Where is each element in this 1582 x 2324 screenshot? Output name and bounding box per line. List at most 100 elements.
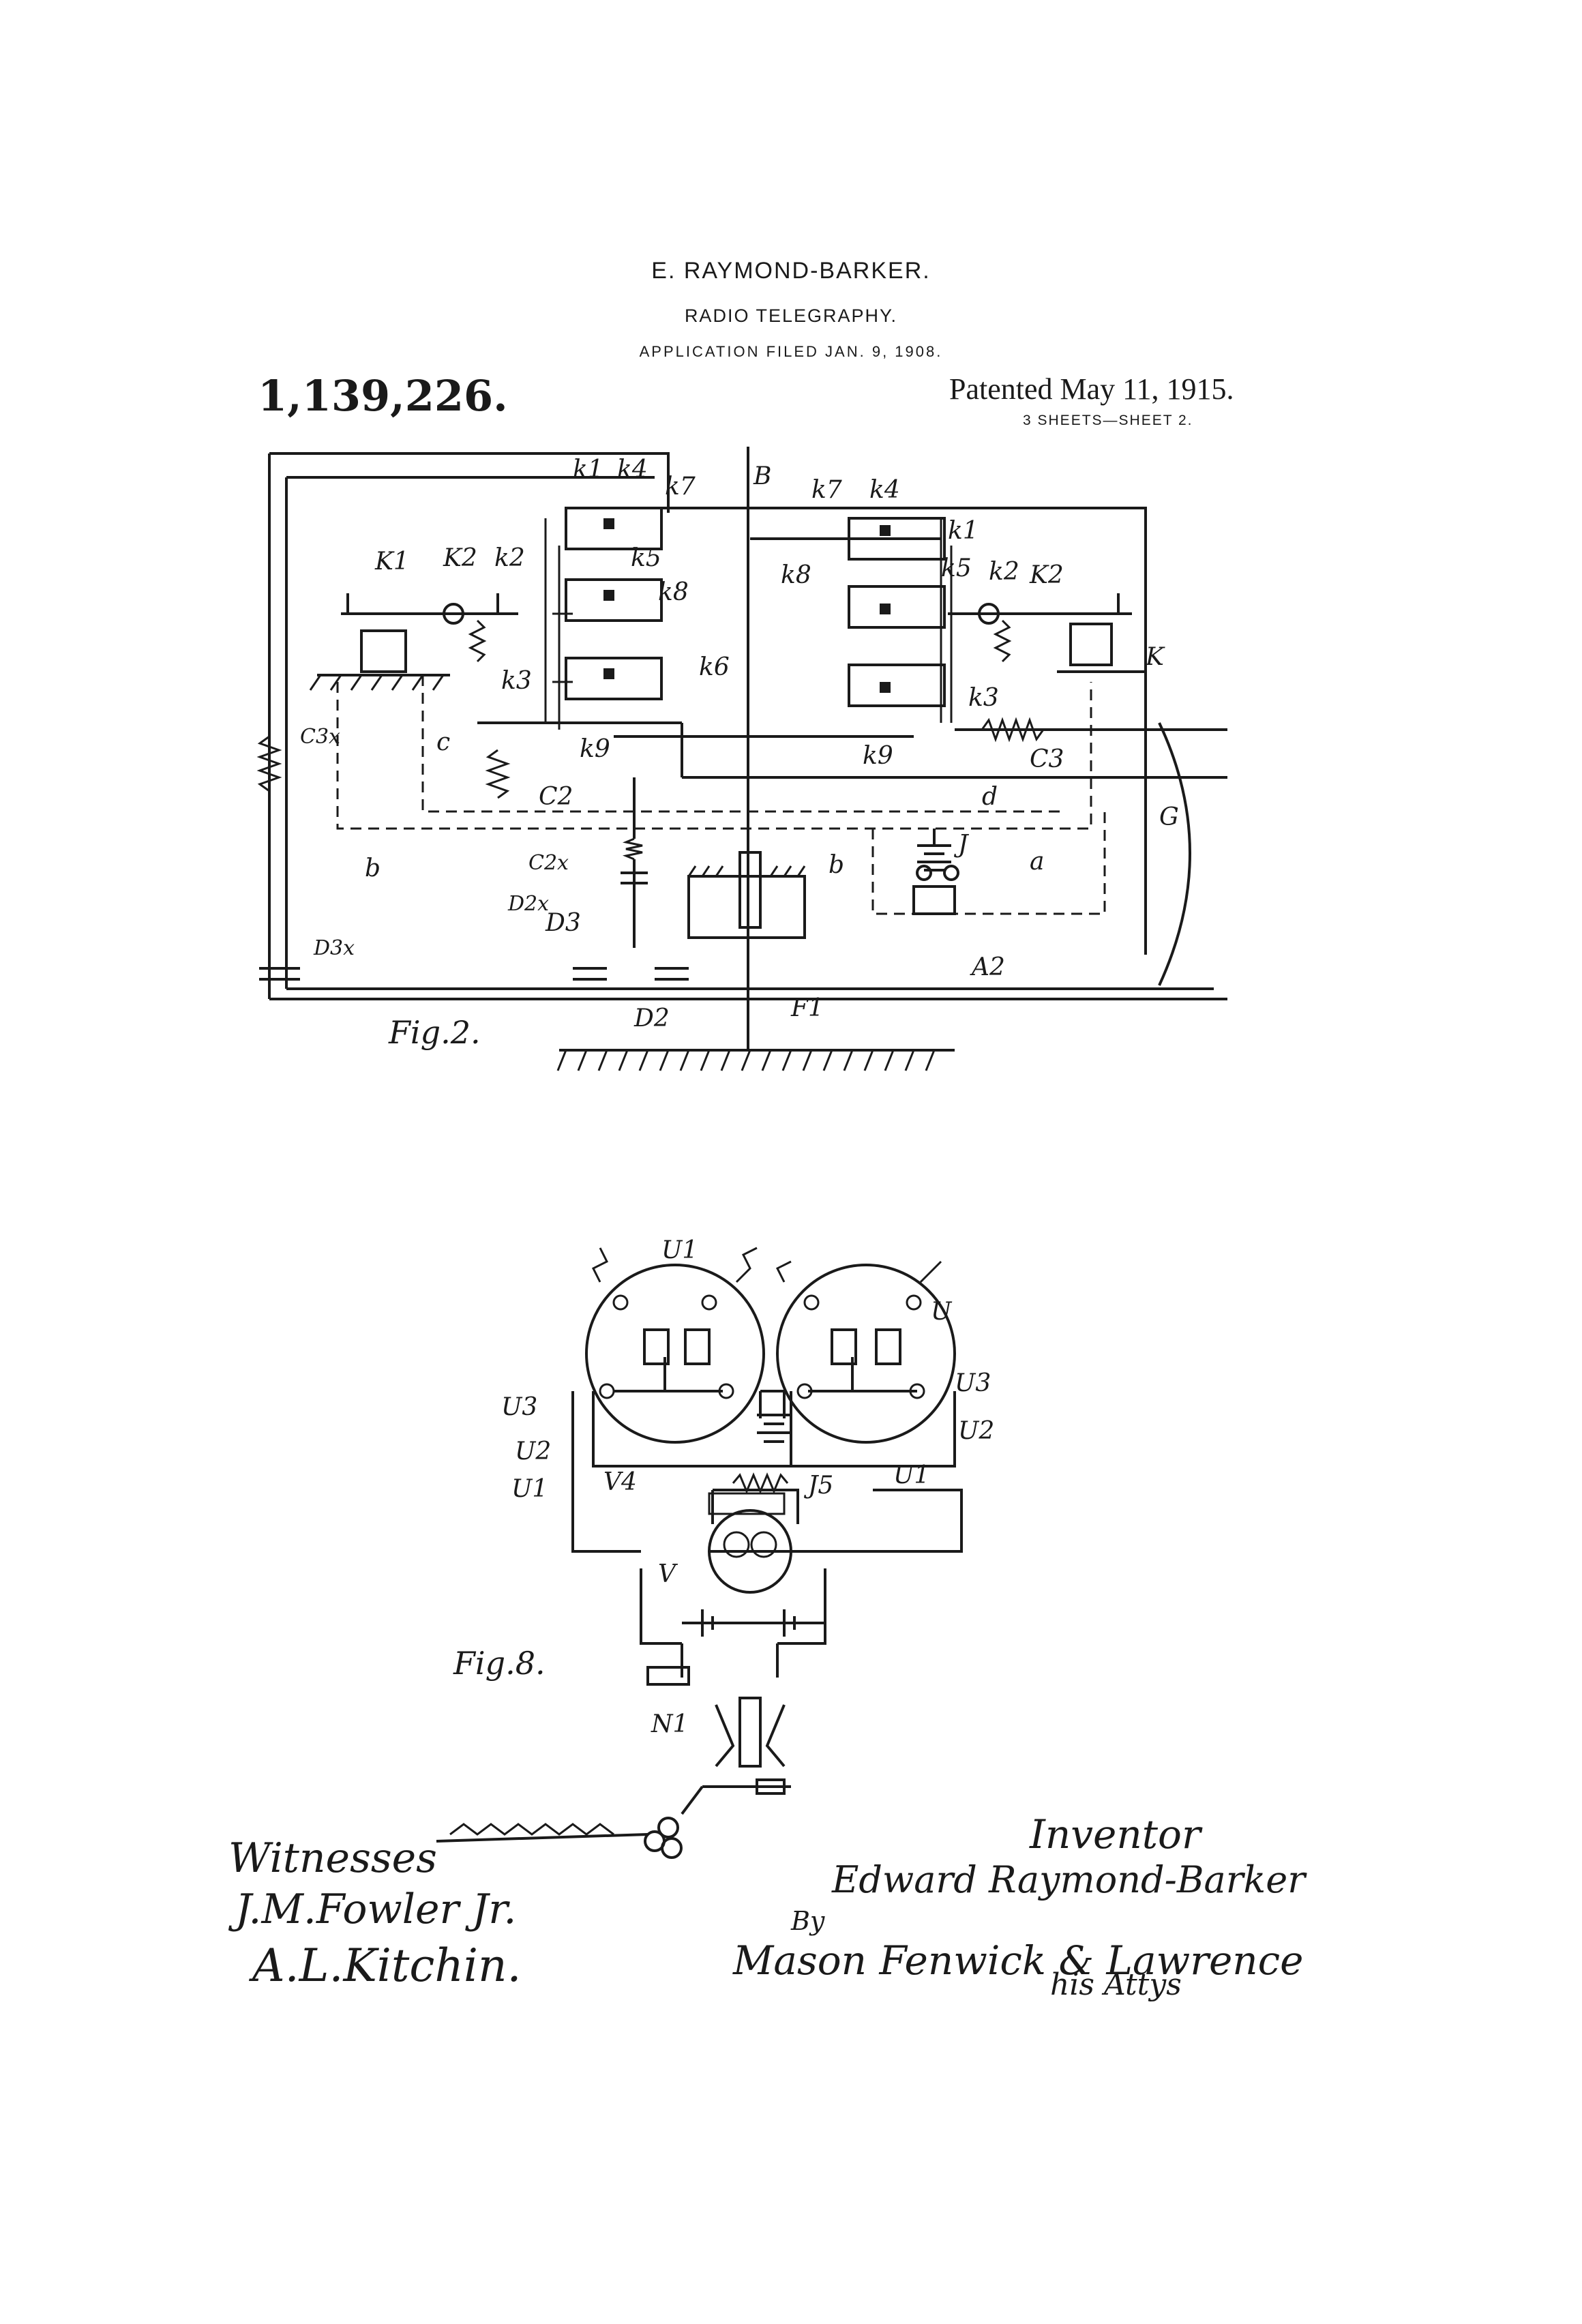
resistor-J5 <box>732 1472 789 1494</box>
coherer-disc-right <box>776 1264 956 1444</box>
label-C3: C3 <box>1030 745 1064 773</box>
label-a: a <box>1030 848 1044 876</box>
label-k2: k2 <box>494 544 525 572</box>
line-G-bracket <box>1146 722 1227 986</box>
label-k1-right: k1 <box>948 517 979 545</box>
ground-hatch <box>556 1049 936 1071</box>
left-key-K1 <box>309 593 518 691</box>
coherer-disc-left <box>585 1264 765 1444</box>
label-k3: k3 <box>501 667 532 695</box>
detector-F1 <box>687 851 806 939</box>
label-k9: k9 <box>580 735 610 763</box>
label-K2: K2 <box>443 544 477 572</box>
label-K: K <box>1145 643 1165 671</box>
label-k4-right: k4 <box>869 476 900 504</box>
battery-J <box>917 829 951 872</box>
label-U: U <box>931 1298 953 1326</box>
label-C2x: C2x <box>528 851 569 875</box>
sheet-info: 3 SHEETS—SHEET 2. <box>1023 413 1193 428</box>
figure-2-circuit <box>256 447 1227 1071</box>
label-K2-right: K2 <box>1029 561 1064 589</box>
patent-number: 1,139,226. <box>258 371 508 421</box>
right-relay-block <box>848 517 953 723</box>
label-F1: F1 <box>790 994 824 1022</box>
right-key-K <box>948 593 1146 673</box>
label-N1: N1 <box>651 1710 688 1738</box>
label-C3x: C3x <box>300 725 340 749</box>
right-disc-detail <box>796 1294 925 1399</box>
figure-8-battery <box>757 1414 791 1443</box>
label-k5: k5 <box>631 544 661 572</box>
dashed-control-circuit <box>336 675 1106 915</box>
label-V4: V4 <box>603 1468 637 1496</box>
label-k7-right: k7 <box>811 476 842 504</box>
label-U3-right: U3 <box>955 1369 991 1397</box>
label-C2: C2 <box>539 783 573 811</box>
resistor-C3x <box>256 735 282 792</box>
by-label: By <box>790 1906 825 1936</box>
label-D2: D2 <box>633 1004 670 1032</box>
patent-date: Patented May 11, 1915. <box>949 372 1234 406</box>
label-k5-right: k5 <box>941 554 972 582</box>
resistor-C2x <box>622 837 643 861</box>
label-b: b <box>365 854 380 882</box>
figure-8-frame-wiring <box>571 1390 963 1553</box>
label-k3-right: k3 <box>968 684 999 712</box>
label-U3-left: U3 <box>501 1393 537 1421</box>
label-k6: k6 <box>699 653 730 681</box>
label-V: V <box>658 1560 678 1588</box>
capacitor-D3 <box>573 967 607 981</box>
label-U1-right: U1 <box>893 1461 929 1489</box>
figure-8-circuit <box>436 1247 963 1859</box>
signature-block: Witnesses J.M.Fowler Jr. A.L.Kitchin. In… <box>228 1811 1307 2002</box>
capacitor-D3x <box>259 967 300 981</box>
witnesses-label: Witnesses <box>228 1834 437 1882</box>
label-d: d <box>982 783 998 811</box>
label-G: G <box>1159 803 1179 831</box>
label-c: c <box>436 728 450 756</box>
antenna-leads-fig8 <box>591 1247 942 1283</box>
label-k8: k8 <box>658 578 689 606</box>
application-filed-date: APPLICATION FILED JAN. 9, 1908. <box>639 343 943 360</box>
label-k4-top: k4 <box>617 456 648 483</box>
capacitor-D2x <box>621 872 648 884</box>
top-bus <box>566 507 1147 955</box>
left-disc-detail <box>599 1294 734 1399</box>
witness-1-signature: J.M.Fowler Jr. <box>228 1886 516 1933</box>
label-J: J <box>953 831 970 859</box>
label-J5: J5 <box>803 1472 833 1500</box>
figure-8-caption: Fig.8. <box>453 1645 546 1682</box>
patent-title: RADIO TELEGRAPHY. <box>684 306 898 326</box>
resistor-C2 <box>485 749 511 799</box>
capacitor-D2 <box>655 967 689 981</box>
label-B: B <box>753 462 771 490</box>
label-k9-right: k9 <box>863 742 893 770</box>
inventor-name: E. RAYMOND-BARKER. <box>651 258 931 284</box>
label-k2-right: k2 <box>989 558 1019 586</box>
lower-battery-box <box>640 1568 826 1645</box>
inventor-signature: Edward Raymond-Barker <box>831 1858 1307 1901</box>
figure-8-labels: U1 U U3 U2 U1 U3 U2 U1 V4 J5 V N1 Fig.8. <box>453 1236 994 1738</box>
label-U2-left: U2 <box>515 1437 551 1465</box>
label-b-second: b <box>829 851 844 879</box>
figure-2-labels: k1 k4 k7 B k7 k4 K1 K2 k2 k5 k8 k8 k5 k2… <box>300 456 1179 1051</box>
device-A2 <box>912 865 959 915</box>
label-K1: K1 <box>374 548 409 576</box>
label-D3: D3 <box>545 909 581 937</box>
label-U1-top: U1 <box>661 1236 698 1264</box>
witness-2-signature: A.L.Kitchin. <box>248 1939 521 1992</box>
label-U2-right: U2 <box>958 1417 994 1445</box>
resistor-C3 <box>981 717 1045 743</box>
label-U1-left: U1 <box>511 1475 548 1503</box>
tapper-N1 <box>646 1643 791 1815</box>
tape-rollers <box>436 1817 683 1859</box>
attorneys-signature: Mason Fenwick & Lawrence <box>732 1937 1303 1984</box>
label-k7-top: k7 <box>665 473 696 501</box>
label-D2x: D2x <box>507 892 549 916</box>
relay-V <box>708 1492 792 1594</box>
label-k8-right: k8 <box>781 561 811 589</box>
attorneys-suffix: his Attys <box>1050 1967 1182 2002</box>
label-A2: A2 <box>970 953 1005 981</box>
left-relay-block <box>544 507 663 730</box>
